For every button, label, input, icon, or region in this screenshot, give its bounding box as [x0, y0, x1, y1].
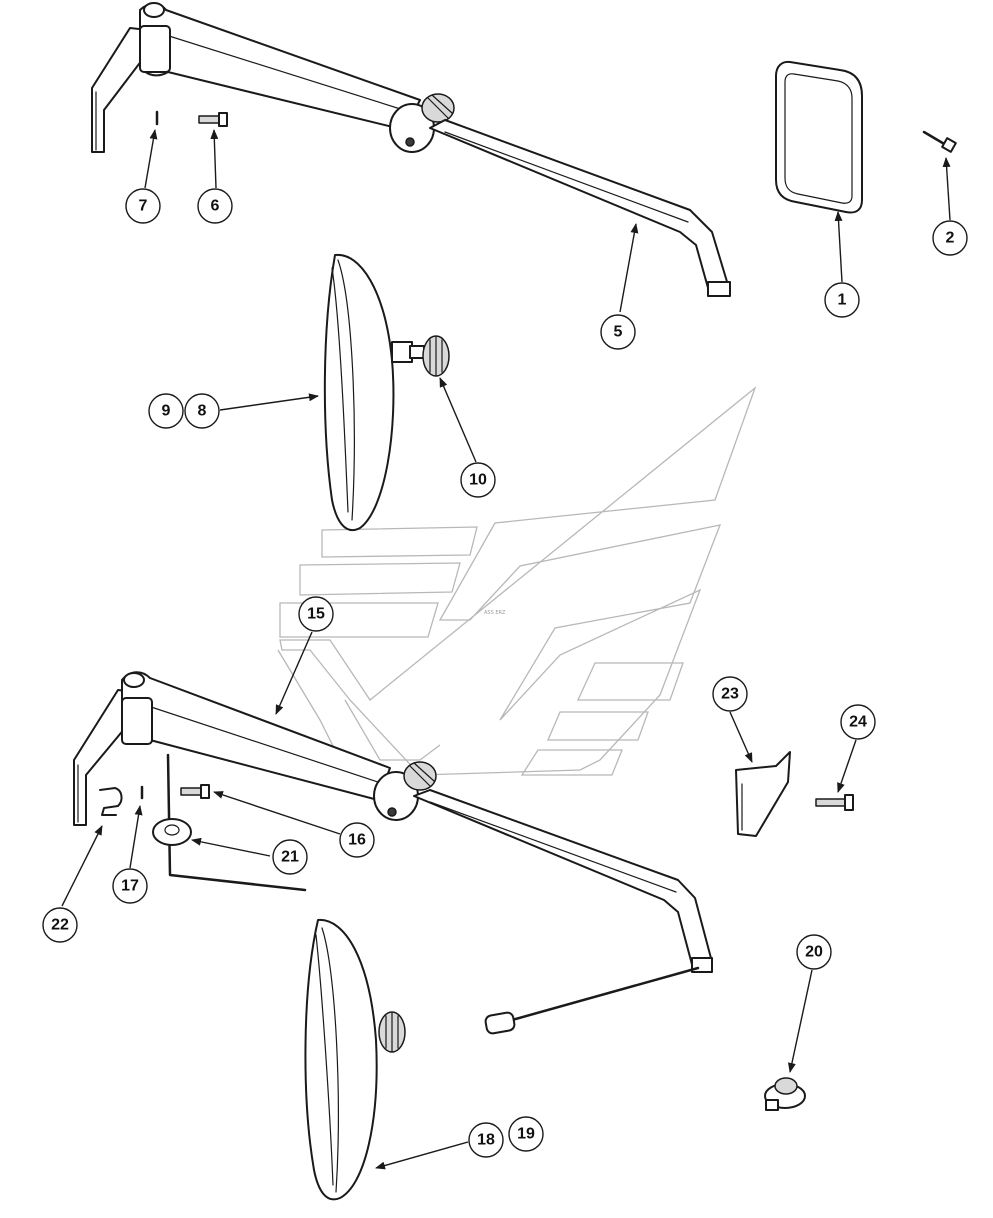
callout-1[interactable]: 1 — [824, 282, 860, 318]
lower-mirror-arm — [73, 671, 713, 973]
svg-text:8: 8 — [198, 403, 207, 420]
callout-8[interactable]: 8 — [184, 393, 220, 429]
callout-17[interactable]: 17 — [112, 868, 148, 904]
grommet-part-21 — [152, 818, 192, 846]
svg-text:15: 15 — [307, 606, 325, 623]
mirror-frame-part-1 — [775, 60, 863, 214]
svg-text:17: 17 — [121, 878, 139, 895]
wire-harness — [166, 753, 307, 892]
svg-text:18: 18 — [477, 1132, 495, 1149]
svg-text:9: 9 — [162, 403, 171, 420]
callout-21[interactable]: 21 — [272, 839, 308, 875]
upper-mirror-head — [323, 253, 450, 531]
leader-lines — [61, 129, 951, 1170]
watermark-logo: ASS ERZ — [277, 386, 757, 776]
nut-part-20 — [764, 1077, 806, 1111]
callout-10[interactable]: 10 — [460, 462, 496, 498]
svg-text:20: 20 — [805, 944, 823, 961]
bolt-part-6 — [198, 112, 228, 127]
svg-text:2: 2 — [946, 230, 955, 247]
bolt-part-16 — [180, 784, 210, 799]
callout-15[interactable]: 15 — [298, 596, 334, 632]
callout-19[interactable]: 19 — [508, 1116, 544, 1152]
svg-text:5: 5 — [614, 324, 623, 341]
clip-part-22 — [99, 787, 123, 816]
svg-text:23: 23 — [721, 686, 739, 703]
callout-20[interactable]: 20 — [796, 934, 832, 970]
svg-text:16: 16 — [348, 832, 366, 849]
callout-23[interactable]: 23 — [712, 676, 748, 712]
svg-text:7: 7 — [139, 198, 148, 215]
callout-22[interactable]: 22 — [42, 907, 78, 943]
callout-9[interactable]: 9 — [148, 393, 184, 429]
svg-text:19: 19 — [517, 1126, 535, 1143]
svg-text:22: 22 — [51, 917, 69, 934]
svg-text:1: 1 — [838, 292, 847, 309]
svg-text:21: 21 — [281, 849, 299, 866]
callout-16[interactable]: 16 — [339, 822, 375, 858]
callout-2[interactable]: 2 — [932, 220, 968, 256]
callout-6[interactable]: 6 — [197, 188, 233, 224]
callout-7[interactable]: 7 — [125, 188, 161, 224]
callout-24[interactable]: 24 — [840, 704, 876, 740]
svg-text:24: 24 — [849, 714, 867, 731]
upper-mirror-arm — [91, 2, 731, 297]
cable-connector — [484, 1011, 516, 1035]
svg-text:6: 6 — [211, 198, 220, 215]
watermark-text: ASS ERZ — [484, 610, 506, 616]
bracket-part-23 — [735, 751, 791, 837]
bolt-part-24 — [815, 794, 854, 811]
screw-part-2 — [922, 130, 957, 153]
cable — [510, 966, 700, 1022]
callout-5[interactable]: 5 — [600, 314, 636, 350]
svg-text:10: 10 — [469, 472, 487, 489]
callout-18[interactable]: 18 — [468, 1122, 504, 1158]
lower-mirror-head — [304, 918, 406, 1201]
